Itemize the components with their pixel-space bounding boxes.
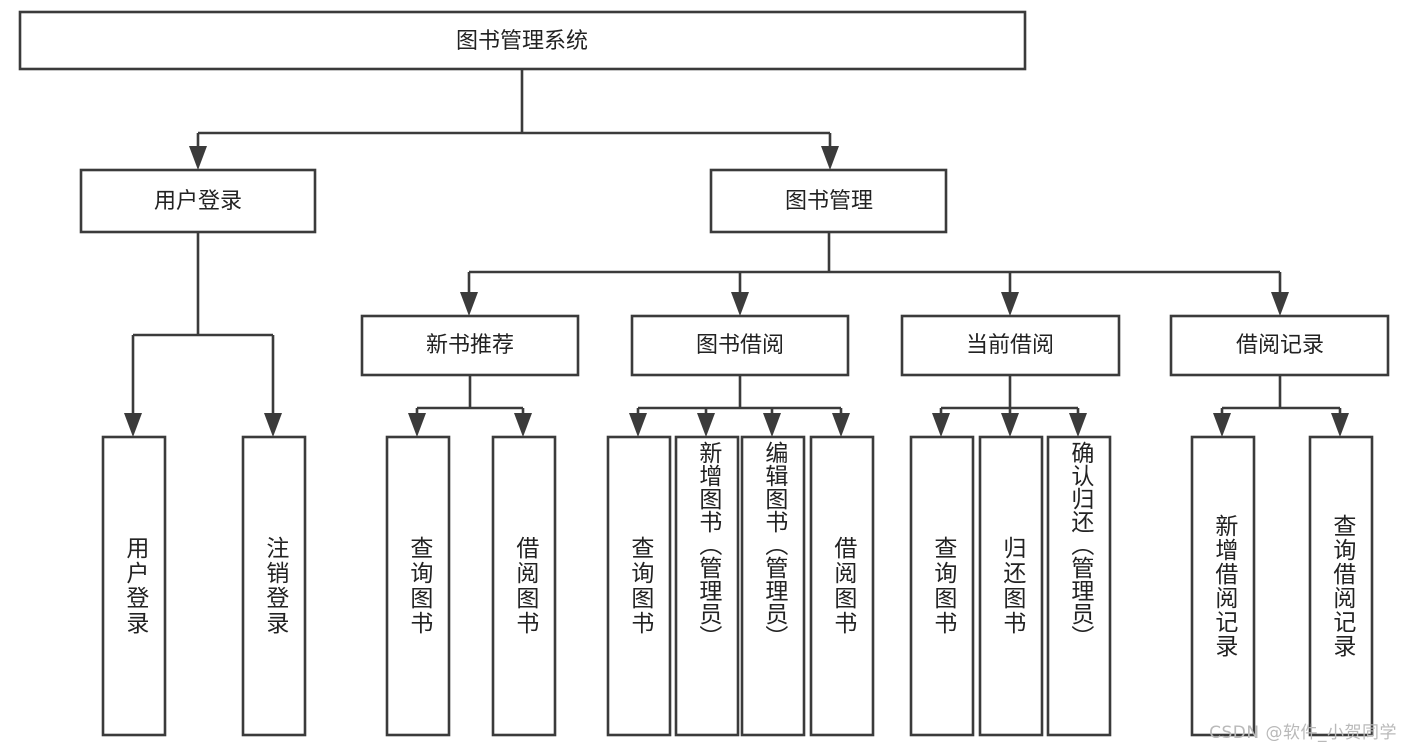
leaf-box [385, 435, 451, 737]
leaf-node[interactable] [491, 435, 557, 737]
node-new-book-recommend[interactable]: 新书推荐 [360, 314, 580, 377]
leaf-label-nb-borrow-book: 借阅图书 [493, 437, 555, 735]
node-book-borrow[interactable]: 图书借阅 [630, 314, 850, 377]
leaf-node[interactable] [809, 435, 875, 737]
leaf-label-text: 查询借阅记录 [1328, 514, 1355, 658]
leaf-label-text: 归还图书 [998, 536, 1025, 636]
connector-user-login-to-leaves [124, 232, 282, 437]
leaf-box [241, 435, 307, 737]
node-new-book-recommend-box [360, 314, 580, 377]
leaf-box [101, 435, 167, 737]
leaf-node[interactable] [385, 435, 451, 737]
leaf-label-text: 新增图书（管理员） [694, 441, 721, 648]
leaf-node[interactable] [978, 435, 1044, 737]
leaf-node[interactable] [606, 435, 672, 737]
leaf-box [1046, 435, 1112, 737]
arrowhead-br-1 [1213, 413, 1231, 437]
node-book-manage-label: 图书管理 [785, 189, 873, 214]
arrowhead-nb-2 [514, 413, 532, 437]
leaf-box [809, 435, 875, 737]
leaf-node[interactable] [740, 435, 806, 737]
leaf-label-nb-query-book: 查询图书 [387, 437, 449, 735]
arrowhead-to-new-book [460, 292, 478, 316]
node-borrow-record[interactable]: 借阅记录 [1169, 314, 1390, 377]
leaf-node[interactable] [1190, 435, 1256, 737]
arrowhead-bb-4 [832, 413, 850, 437]
leaf-label-text: 查询图书 [626, 536, 653, 636]
leaf-node[interactable] [909, 435, 975, 737]
leaf-box [1190, 435, 1256, 737]
connector-current-borrow-to-leaves [932, 375, 1087, 437]
leaf-label-logout: 注销登录 [243, 437, 305, 735]
leaf-node[interactable] [101, 435, 167, 737]
leaf-label-text: 编辑图书（管理员） [760, 441, 787, 648]
leaf-node[interactable] [1046, 435, 1112, 737]
leaf-label-user-login: 用户登录 [103, 437, 165, 735]
leaf-label-br-query-record: 查询借阅记录 [1310, 437, 1372, 735]
leaf-box [740, 435, 806, 737]
leaf-box [1308, 435, 1374, 737]
arrowhead-nb-1 [408, 413, 426, 437]
node-root-box [18, 10, 1027, 71]
arrowhead-to-user-login [189, 146, 207, 170]
node-current-borrow[interactable]: 当前借阅 [900, 314, 1121, 377]
leaf-box [978, 435, 1044, 737]
arrowhead-bb-3 [763, 413, 781, 437]
node-root-label: 图书管理系统 [456, 29, 588, 54]
leaf-node[interactable] [674, 435, 740, 737]
leaf-box [674, 435, 740, 737]
node-current-borrow-label: 当前借阅 [966, 333, 1054, 358]
arrowhead-to-borrow-record [1271, 292, 1289, 316]
leaf-label-text: 查询图书 [929, 536, 956, 636]
connector-root-to-level2 [189, 69, 839, 170]
node-book-manage[interactable]: 图书管理 [709, 168, 948, 234]
connector-book-borrow-to-leaves [629, 375, 850, 437]
arrowhead-to-book-borrow [731, 292, 749, 316]
leaf-label-text: 借阅图书 [829, 536, 856, 636]
leaf-box [491, 435, 557, 737]
arrowhead-cb-3 [1069, 413, 1087, 437]
arrowhead-cb-1 [932, 413, 950, 437]
arrowhead-to-book-manage [821, 146, 839, 170]
connector-new-book-to-leaves [408, 375, 532, 437]
node-book-borrow-label: 图书借阅 [696, 333, 784, 358]
node-user-login-label: 用户登录 [154, 189, 242, 214]
leaf-label-text: 查询图书 [405, 536, 432, 636]
leaf-label-cb-confirm-return: 确认归还（管理员） [1048, 437, 1110, 735]
leaf-label-text: 确认归还（管理员） [1066, 441, 1093, 648]
arrowhead-to-leaf-user-login [124, 413, 142, 437]
node-new-book-recommend-label: 新书推荐 [426, 333, 514, 358]
connector-book-manage-to-level3 [460, 232, 1289, 316]
leaf-label-text: 注销登录 [261, 536, 288, 636]
arrowhead-to-leaf-logout [264, 413, 282, 437]
leaf-node[interactable] [241, 435, 307, 737]
leaf-label-bb-add-book: 新增图书（管理员） [676, 437, 738, 735]
connector-borrow-record-to-leaves [1213, 375, 1349, 437]
leaf-label-text: 借阅图书 [511, 536, 538, 636]
node-user-login[interactable]: 用户登录 [79, 168, 317, 234]
node-current-borrow-box [900, 314, 1121, 377]
leaf-label-text: 用户登录 [121, 536, 148, 636]
arrowhead-br-2 [1331, 413, 1349, 437]
arrowhead-bb-2 [697, 413, 715, 437]
leaf-label-bb-edit-book: 编辑图书（管理员） [742, 437, 804, 735]
leaf-label-bb-borrow-book: 借阅图书 [811, 437, 873, 735]
arrowhead-bb-1 [629, 413, 647, 437]
arrowhead-to-current-borrow [1001, 292, 1019, 316]
node-root[interactable]: 图书管理系统 [18, 10, 1027, 71]
node-borrow-record-label: 借阅记录 [1236, 333, 1324, 358]
leaf-label-br-add-record: 新增借阅记录 [1192, 437, 1254, 735]
leaf-label-bb-query-book: 查询图书 [608, 437, 670, 735]
leaf-label-text: 新增借阅记录 [1210, 514, 1237, 658]
leaf-box [909, 435, 975, 737]
leaf-label-cb-query-book: 查询图书 [911, 437, 973, 735]
leaf-box [606, 435, 672, 737]
leaf-label-cb-return-book: 归还图书 [980, 437, 1042, 735]
arrowhead-cb-2 [1001, 413, 1019, 437]
node-book-borrow-box [630, 314, 850, 377]
leaf-node[interactable] [1308, 435, 1374, 737]
